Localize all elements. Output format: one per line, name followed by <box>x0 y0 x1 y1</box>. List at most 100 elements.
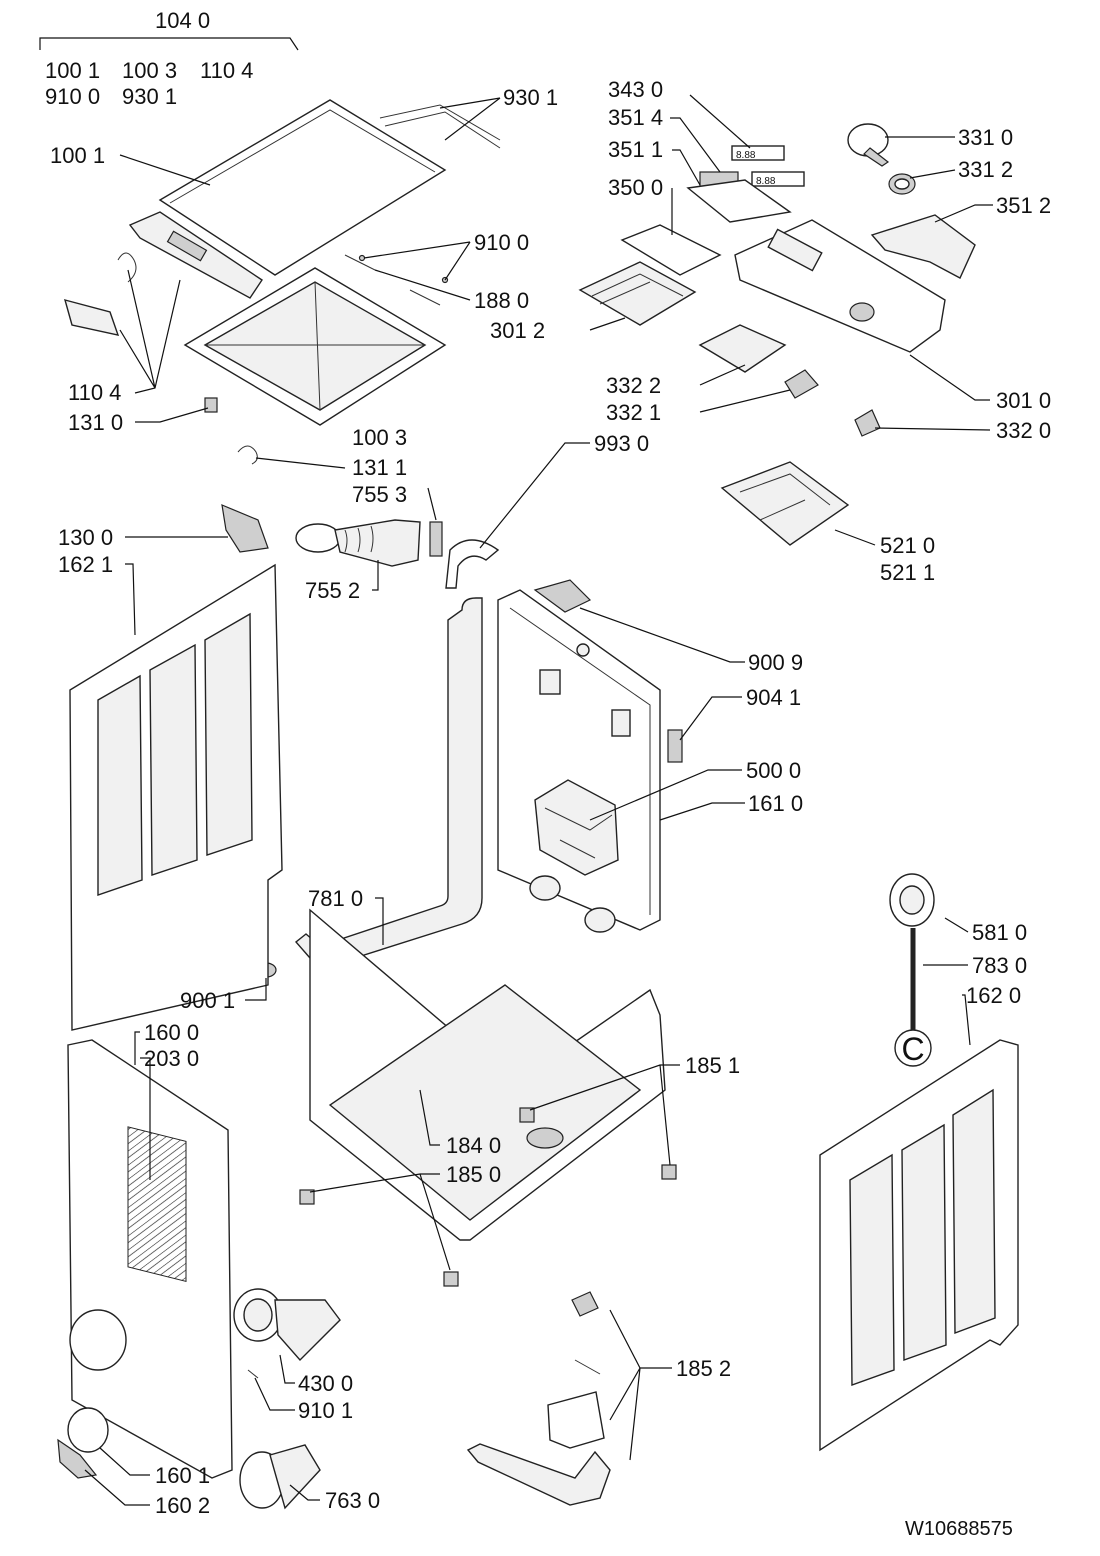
latch-part <box>63 299 120 336</box>
foot-part <box>661 1164 677 1180</box>
panel-rib <box>97 674 143 896</box>
callout-label: 930 1 <box>503 85 558 110</box>
group-row2-item: 930 1 <box>122 84 177 109</box>
rear-panel-area <box>497 579 683 933</box>
leader-line <box>670 117 721 173</box>
console-window <box>767 228 823 272</box>
callout-label: 162 0 <box>966 983 1021 1008</box>
leader-line <box>375 897 384 945</box>
panel-cutout <box>539 669 561 695</box>
leader-line <box>255 457 346 469</box>
leader-line <box>84 1469 150 1506</box>
control-panel-area: 8.88 8.88 <box>578 123 976 546</box>
base-frame-floor <box>328 984 642 1221</box>
group-row1-item: 100 3 <box>122 58 177 83</box>
group-row1-item: 110 4 <box>200 58 253 83</box>
panel-rib <box>849 1153 895 1386</box>
callout-label: 351 4 <box>608 105 663 130</box>
panel-hole <box>584 907 616 933</box>
leader-line <box>659 802 745 821</box>
top-bracket-part <box>533 579 592 613</box>
pcb-part <box>620 224 722 276</box>
foot-lever-part <box>466 1443 611 1506</box>
panel-rib <box>204 612 253 856</box>
leader-line <box>119 154 211 186</box>
clip-part <box>784 369 819 399</box>
bellows-folds <box>344 525 374 553</box>
foot-part <box>299 1189 315 1205</box>
callout-label: 521 1 <box>880 560 935 585</box>
panel-hole <box>576 643 590 657</box>
callout-label: 331 2 <box>958 157 1013 182</box>
elbow-part <box>445 539 500 589</box>
group-row2-item: 910 0 <box>45 84 100 109</box>
leader-line <box>699 364 746 386</box>
callout-label: 900 9 <box>748 650 803 675</box>
leader-line <box>374 269 471 301</box>
leader-line <box>679 696 742 741</box>
terminal-block-part <box>667 729 683 763</box>
callout-label: 781 0 <box>308 886 363 911</box>
leader-line <box>589 769 742 821</box>
pin-part <box>409 289 441 306</box>
inlet-valve-part <box>221 504 269 553</box>
cover-hinge-part <box>57 1438 98 1479</box>
pulley-hub <box>899 885 925 915</box>
foot-part <box>519 1107 535 1123</box>
callout-label: 162 1 <box>58 552 113 577</box>
callout-label: 301 0 <box>996 388 1051 413</box>
knob-ring-inner <box>894 178 910 190</box>
foot-bracket-part <box>547 1391 605 1449</box>
leader-line <box>99 1447 150 1476</box>
callout-label: 131 1 <box>352 455 407 480</box>
drawer-part <box>698 324 787 373</box>
callout-label: 203 0 <box>144 1046 199 1071</box>
spring-part <box>117 252 137 283</box>
hose-area <box>221 504 500 978</box>
callout-label: 160 2 <box>155 1493 210 1518</box>
leader-line <box>689 94 751 149</box>
filter-handle <box>269 1444 321 1510</box>
callout-label: 351 2 <box>996 193 1051 218</box>
callout-label: 350 0 <box>608 175 663 200</box>
leader-line <box>909 169 956 179</box>
lid-frame-opening <box>203 281 427 411</box>
right-side-panel-area: C <box>819 873 1019 1452</box>
callout-label: 332 0 <box>996 418 1051 443</box>
clamp-part <box>429 521 443 557</box>
leader-line <box>439 97 501 141</box>
callout-label: 755 3 <box>352 482 407 507</box>
lock-part <box>204 397 218 413</box>
pump-inlet <box>243 1298 273 1332</box>
drawing-number: W10688575 <box>905 1518 1013 1540</box>
leveling-foot-area <box>466 1291 611 1506</box>
callout-label: 100 1 <box>50 143 105 168</box>
leader-line <box>245 978 267 1001</box>
callout-label: 332 1 <box>606 400 661 425</box>
pump-area <box>233 1288 341 1510</box>
leader-line <box>289 1484 320 1501</box>
display-part <box>731 145 785 161</box>
leader-line <box>962 994 971 1046</box>
callout-label: 188 0 <box>474 288 529 313</box>
lid-frame-crossbars <box>205 281 425 411</box>
callout-label: 993 0 <box>594 431 649 456</box>
label-part <box>127 1126 187 1282</box>
dispenser-tray-ribs <box>739 473 831 521</box>
base-frame-area <box>299 908 677 1287</box>
left-side-panel-area <box>69 563 283 1031</box>
callout-label: 185 2 <box>676 1356 731 1381</box>
leader-line <box>140 1057 151 1180</box>
leader-line <box>479 442 590 549</box>
display-digits: 8.88 <box>756 176 776 187</box>
motor-control-part <box>534 779 619 876</box>
front-panel-opening <box>69 1309 127 1371</box>
bracket-part <box>870 214 976 279</box>
group-row1-item: 100 1 <box>45 58 100 83</box>
leader-line <box>834 529 876 546</box>
callout-label: 904 1 <box>746 685 801 710</box>
callout-label: 351 1 <box>608 137 663 162</box>
callout-label: 160 1 <box>155 1463 210 1488</box>
leader-line <box>309 1173 451 1271</box>
